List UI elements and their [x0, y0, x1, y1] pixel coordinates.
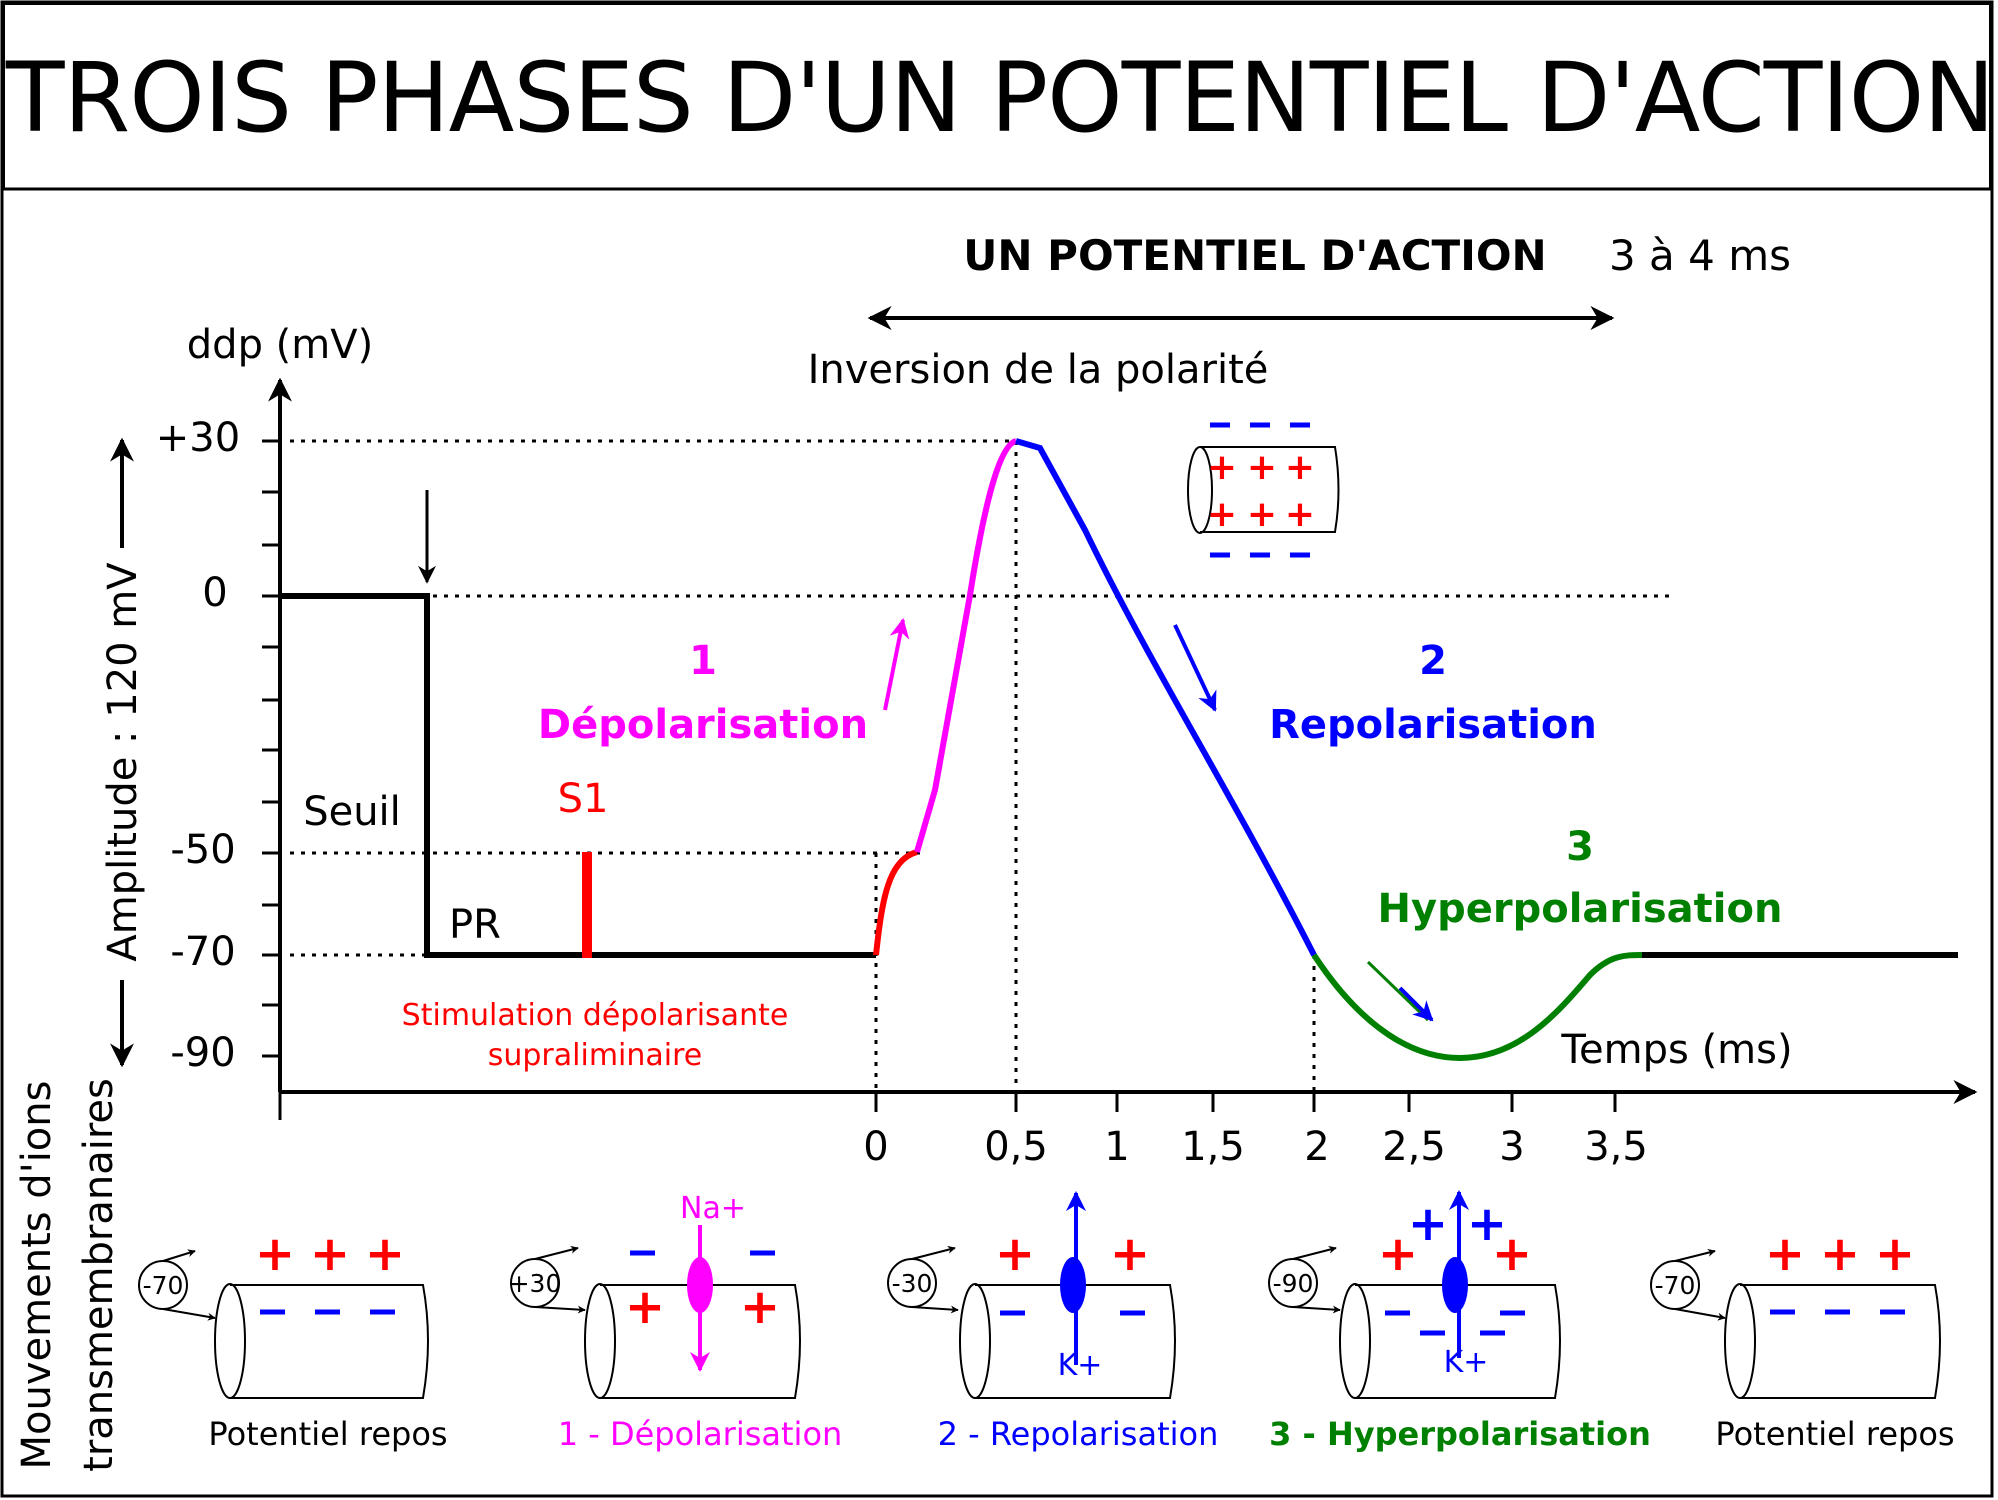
repol-arrow — [1173, 624, 1217, 712]
depolarisation-curve — [914, 438, 1018, 853]
svg-text:+: + — [1247, 447, 1277, 488]
cell-potential: -90 — [1273, 1269, 1314, 1298]
svg-text:+: + — [1492, 1226, 1532, 1282]
svg-text:+: + — [995, 1226, 1035, 1282]
svg-text:+: + — [740, 1279, 780, 1335]
cell-caption: Potentiel repos — [1715, 1415, 1954, 1453]
svg-text:+: + — [1765, 1226, 1805, 1282]
x-tick-label: 1 — [1104, 1124, 1129, 1170]
y-tick-label: 0 — [202, 570, 227, 616]
x-ticks — [874, 1092, 1617, 1112]
svg-text:+: + — [1467, 1196, 1507, 1252]
svg-text:+: + — [1207, 447, 1237, 488]
repolarisation-curve — [1015, 438, 1317, 957]
y-major-ticks — [262, 439, 280, 1058]
inverted-cell-icon: + + + + + + — [1187, 422, 1340, 558]
pr-label: PR — [449, 902, 501, 948]
cell-potential: -70 — [143, 1271, 184, 1300]
cell-resting-1: -70 + + + Potentiel repos — [138, 1226, 448, 1453]
y-tick-label: -50 — [170, 827, 235, 873]
phase-3-number: 3 — [1566, 824, 1594, 870]
phase-2-number: 2 — [1419, 638, 1447, 684]
s1-label: S1 — [558, 776, 609, 822]
threshold-rise — [873, 849, 919, 956]
y-tick-label: -90 — [170, 1030, 235, 1076]
amplitude-label: Amplitude : 120 mV — [100, 562, 146, 962]
phase-1-name: Dépolarisation — [538, 702, 868, 748]
cell-caption: 3 - Hyperpolarisation — [1269, 1415, 1651, 1453]
svg-text:+: + — [1875, 1226, 1915, 1282]
svg-text:+: + — [1820, 1226, 1860, 1282]
ap-label: UN POTENTIEL D'ACTION — [963, 231, 1546, 280]
phase-2-name: Repolarisation — [1269, 702, 1597, 748]
hyper-arrow-stem — [1366, 960, 1430, 1022]
x-tick-label: 0 — [863, 1124, 888, 1170]
page-title: TROIS PHASES D'UN POTENTIEL D'ACTION — [5, 42, 1995, 154]
cell-depolarisation: +30 + + Na+ 1 - Dépolarisation — [509, 1191, 843, 1453]
x-tick-label: 3,5 — [1584, 1124, 1648, 1170]
svg-text:+: + — [365, 1226, 405, 1282]
ion-label: Na+ — [680, 1191, 746, 1226]
inversion-label: Inversion de la polarité — [808, 347, 1269, 393]
cell-repolarisation: -30 + + K+ 2 - Repolarisation — [887, 1191, 1219, 1453]
cell-potential: -30 — [892, 1269, 933, 1298]
cell-potential: -70 — [1655, 1271, 1696, 1300]
svg-text:+: + — [1408, 1196, 1448, 1252]
hyperpolarisation-curve — [1311, 952, 1643, 1062]
phase-3-name: Hyperpolarisation — [1378, 886, 1783, 932]
side-label-2: transmembranaires — [76, 1078, 122, 1472]
svg-text:+: + — [625, 1279, 665, 1335]
x-tick-label: 3 — [1499, 1124, 1524, 1170]
cell-resting-2: -70 + + + Potentiel repos — [1650, 1226, 1955, 1453]
x-axis-label: Temps (ms) — [1560, 1027, 1792, 1073]
ap-duration: 3 à 4 ms — [1609, 231, 1791, 280]
svg-text:+: + — [255, 1226, 295, 1282]
stimulation-label: Stimulation dépolarisante — [402, 998, 789, 1033]
phase-1-number: 1 — [689, 638, 717, 684]
resting-trace — [280, 593, 876, 958]
cell-caption: Potentiel repos — [208, 1415, 447, 1453]
cell-caption: 1 - Dépolarisation — [558, 1415, 843, 1453]
cell-potential: +30 — [509, 1269, 562, 1298]
ion-label: K+ — [1444, 1345, 1489, 1380]
svg-text:+: + — [1285, 447, 1315, 488]
k-channel-icon — [1442, 1257, 1468, 1313]
x-tick-label: 1,5 — [1181, 1124, 1245, 1170]
cell-hyperpolarisation: -90 + + + + K+ 3 - Hyperpolarisation — [1268, 1190, 1651, 1453]
ion-label: K+ — [1058, 1348, 1103, 1383]
depol-arrow — [883, 618, 910, 711]
side-label-1: Mouvements d'ions — [14, 1081, 60, 1470]
y-axis-label: ddp (mV) — [187, 322, 373, 368]
svg-text:+: + — [1110, 1226, 1150, 1282]
x-tick-label: 2 — [1304, 1124, 1329, 1170]
seuil-label: Seuil — [303, 789, 401, 835]
svg-text:+: + — [1247, 494, 1277, 535]
y-minor-ticks — [262, 439, 280, 1007]
y-tick-label: -70 — [170, 929, 235, 975]
x-tick-label: 2,5 — [1382, 1124, 1446, 1170]
svg-text:+: + — [1378, 1226, 1418, 1282]
svg-text:+: + — [310, 1226, 350, 1282]
svg-text:+: + — [1207, 494, 1237, 535]
title-bar: TROIS PHASES D'UN POTENTIEL D'ACTION — [2, 2, 1995, 188]
y-tick-label: +30 — [156, 415, 240, 461]
reference-lines — [290, 439, 1675, 1092]
hyper-arrow — [1398, 986, 1434, 1022]
svg-text:+: + — [1285, 494, 1315, 535]
x-tick-label: 0,5 — [984, 1124, 1048, 1170]
stimulation-label-2: supraliminaire — [488, 1038, 703, 1073]
cell-caption: 2 - Repolarisation — [938, 1415, 1219, 1453]
k-channel-icon — [1060, 1257, 1086, 1313]
